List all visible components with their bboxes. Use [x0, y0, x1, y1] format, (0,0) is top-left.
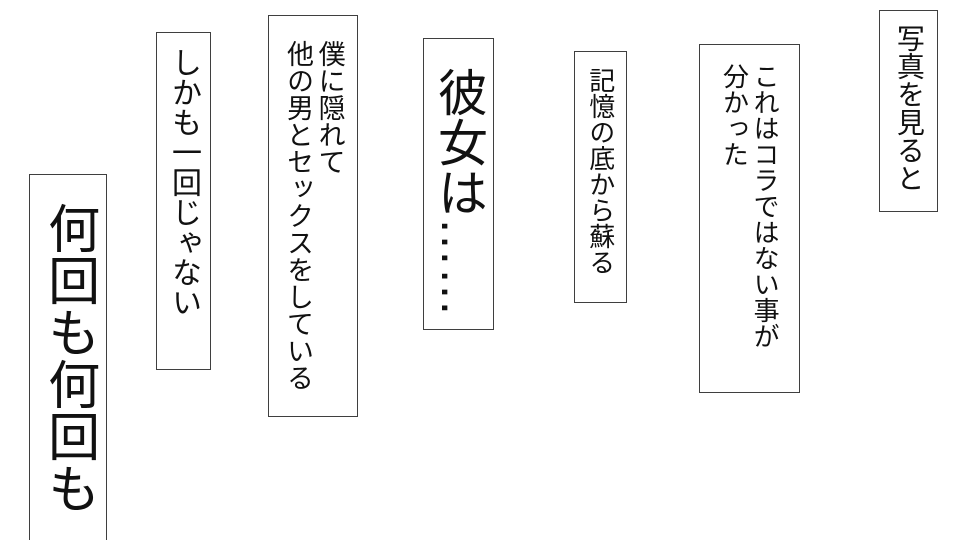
caption-box-shikamo: しかも一回じゃない	[156, 32, 211, 370]
vertical-text: 記憶の底から蘇る	[585, 67, 616, 275]
vertical-text: 僕に隠れて 他の男とセックスをしている	[283, 40, 345, 391]
caption-box-kora: これはコラではない事が 分かった	[699, 44, 800, 393]
caption-box-nankai: 何回も何回も	[29, 174, 107, 540]
caption-box-photo: 写真を見ると	[879, 10, 938, 212]
vertical-text: これはコラではない事が 分かった	[719, 63, 781, 349]
vertical-text: 写真を見ると	[893, 24, 925, 192]
vertical-text: 何回も何回も	[39, 202, 98, 514]
caption-box-memory: 記憶の底から蘇る	[574, 51, 627, 303]
vertical-text: 彼女は……	[431, 67, 487, 317]
caption-box-kanojo: 彼女は……	[423, 38, 494, 330]
vertical-text: しかも一回じゃない	[167, 47, 200, 317]
caption-box-boku: 僕に隠れて 他の男とセックスをしている	[268, 15, 358, 417]
